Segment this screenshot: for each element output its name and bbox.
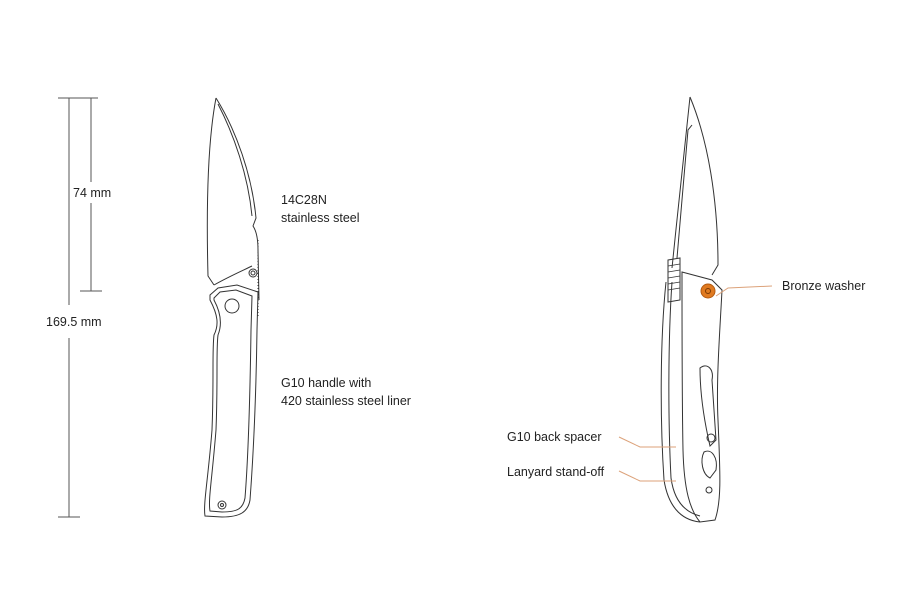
- pivot-screw: [248, 268, 258, 278]
- thumb-hole: [224, 298, 240, 314]
- lanyard-standoff-label: Lanyard stand-off: [507, 465, 605, 479]
- jimping-lines: [667, 263, 681, 291]
- dimension-lines: [58, 97, 102, 518]
- blade-material-line1: 14C28N: [281, 193, 327, 207]
- handle-material-line2: 420 stainless steel liner: [281, 394, 411, 408]
- lanyard-screw-inner: [220, 503, 224, 507]
- handle-scale: [681, 271, 723, 523]
- lanyard-screw: [217, 500, 227, 510]
- blade-material-line2: stainless steel: [281, 211, 360, 225]
- bronze-washer-label: Bronze washer: [782, 279, 866, 293]
- overall-length-label: 169.5 mm: [46, 315, 102, 329]
- flipper-jimping: [667, 257, 681, 303]
- blade-edge-angled: [689, 96, 719, 276]
- leader-back-spacer: [618, 436, 676, 448]
- blade-spine-angled: [671, 96, 691, 269]
- leader-bronze-washer: [715, 285, 773, 297]
- blade-edge: [206, 97, 217, 286]
- knife-side-view: [204, 97, 260, 518]
- blade-heel: [213, 265, 253, 286]
- back-spacer-outline: [660, 281, 701, 523]
- blade-spine: [215, 97, 260, 301]
- handle-outline: [204, 284, 259, 518]
- bronze-washer-icon: [700, 283, 716, 299]
- bronze-washer-center: [705, 288, 711, 294]
- blade-spine-bevel: [217, 103, 253, 217]
- pocket-clip: [699, 365, 717, 447]
- handle-material-line1: G10 handle with: [281, 376, 372, 390]
- lanyard-standoff-screw: [705, 486, 713, 494]
- pivot-screw-inner: [250, 270, 256, 276]
- knife-angled-view: [660, 96, 723, 523]
- leader-lines: [618, 285, 773, 482]
- handle-liner: [208, 289, 253, 513]
- clip-screw: [706, 433, 716, 443]
- leader-lanyard: [618, 470, 676, 482]
- back-spacer-label: G10 back spacer: [507, 430, 602, 444]
- lanyard-hole: [701, 450, 717, 479]
- blade-grind-line: [676, 124, 693, 259]
- blade-length-label: 74 mm: [73, 186, 112, 200]
